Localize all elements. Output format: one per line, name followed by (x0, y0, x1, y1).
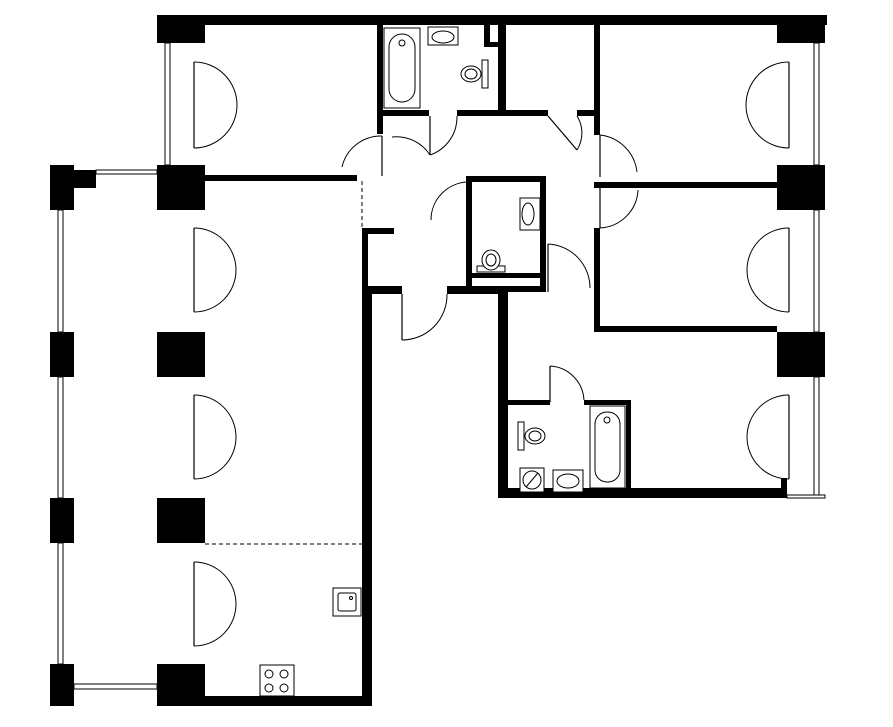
doors (193, 61, 790, 647)
washbasin-icon (519, 197, 541, 231)
bathtub-icon (589, 405, 626, 489)
interior-walls (205, 25, 777, 492)
kitchen-sink-icon (332, 587, 362, 617)
washbasin-icon (552, 469, 584, 493)
washbasin-icon (427, 26, 459, 46)
cooktop-icon (259, 664, 295, 697)
bathtub-icon (383, 27, 421, 109)
windows (57, 42, 826, 690)
toilet-icon (517, 421, 546, 451)
dashed-boundaries (205, 181, 363, 545)
washing-machine-icon (519, 467, 545, 493)
outer-walls (157, 15, 827, 706)
toilet-icon (460, 59, 489, 89)
pillars (50, 15, 825, 706)
toilet-icon (476, 249, 506, 273)
